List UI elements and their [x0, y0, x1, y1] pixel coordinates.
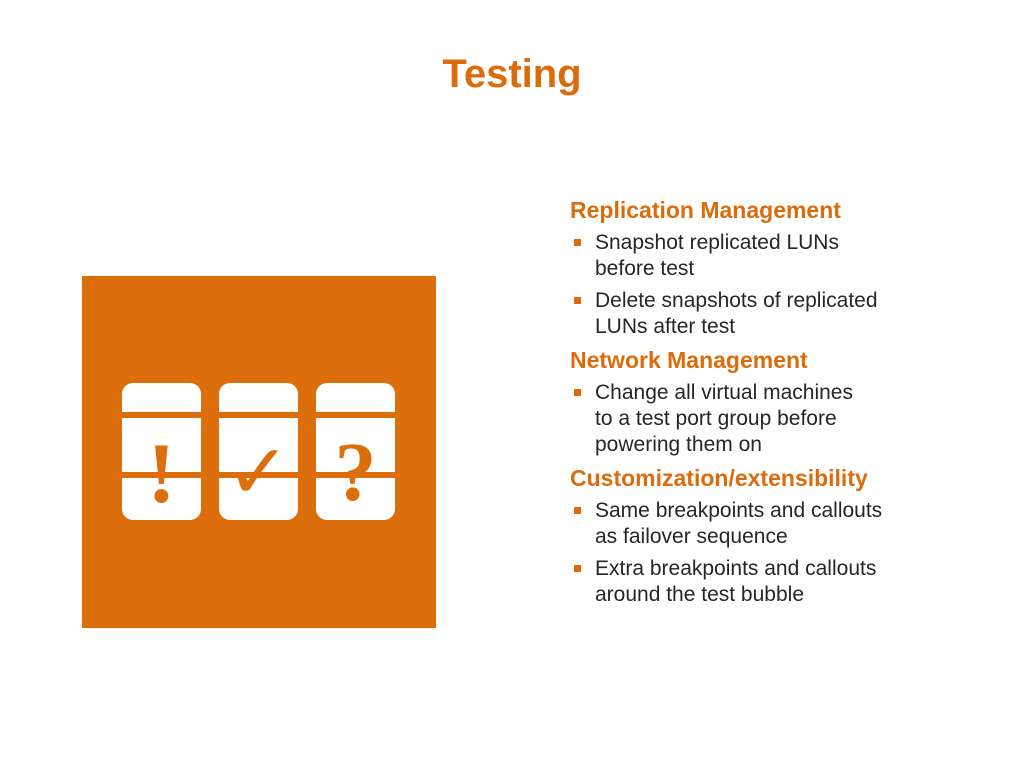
checkmark-symbol: ✓: [227, 427, 291, 516]
bullet-square-icon: [574, 239, 581, 246]
section-heading-customization: Customization/extensibility: [570, 465, 868, 491]
customization-bullets: Same breakpoints and callouts as failove…: [570, 498, 970, 608]
bullet-square-icon: [574, 507, 581, 514]
bullet-item: Extra breakpoints and callouts around th…: [570, 556, 970, 608]
replication-bullets: Snapshot replicated LUNs before test Del…: [570, 230, 970, 340]
bullet-text: Snapshot replicated LUNs before test: [595, 231, 839, 280]
question-card-icon: ?: [316, 383, 395, 520]
bullet-text: Delete snapshots of replicated LUNs afte…: [595, 289, 878, 338]
bullet-square-icon: [574, 565, 581, 572]
bullet-text: Same breakpoints and callouts as failove…: [595, 499, 883, 548]
bullet-text: Extra breakpoints and callouts around th…: [595, 557, 877, 606]
bullet-square-icon: [574, 297, 581, 304]
testing-illustration: ! ✓ ?: [82, 276, 436, 628]
checkmark-card-icon: ✓: [219, 383, 298, 520]
slide-title: Testing: [442, 52, 582, 96]
bullet-item: Delete snapshots of replicated LUNs afte…: [570, 288, 970, 340]
exclamation-symbol: !: [147, 425, 176, 521]
section-heading-replication: Replication Management: [570, 197, 841, 223]
bullet-square-icon: [574, 389, 581, 396]
bullet-item: Same breakpoints and callouts as failove…: [570, 498, 970, 550]
bullet-text: Change all virtual machines to a test po…: [595, 381, 853, 456]
network-bullets: Change all virtual machines to a test po…: [570, 380, 970, 458]
section-heading-network: Network Management: [570, 347, 808, 373]
bullet-item: Change all virtual machines to a test po…: [570, 380, 970, 458]
bullet-item: Snapshot replicated LUNs before test: [570, 230, 970, 282]
question-symbol: ?: [335, 426, 377, 519]
bullet-content: Replication Management Snapshot replicat…: [570, 196, 970, 614]
exclamation-card-icon: !: [122, 383, 201, 521]
